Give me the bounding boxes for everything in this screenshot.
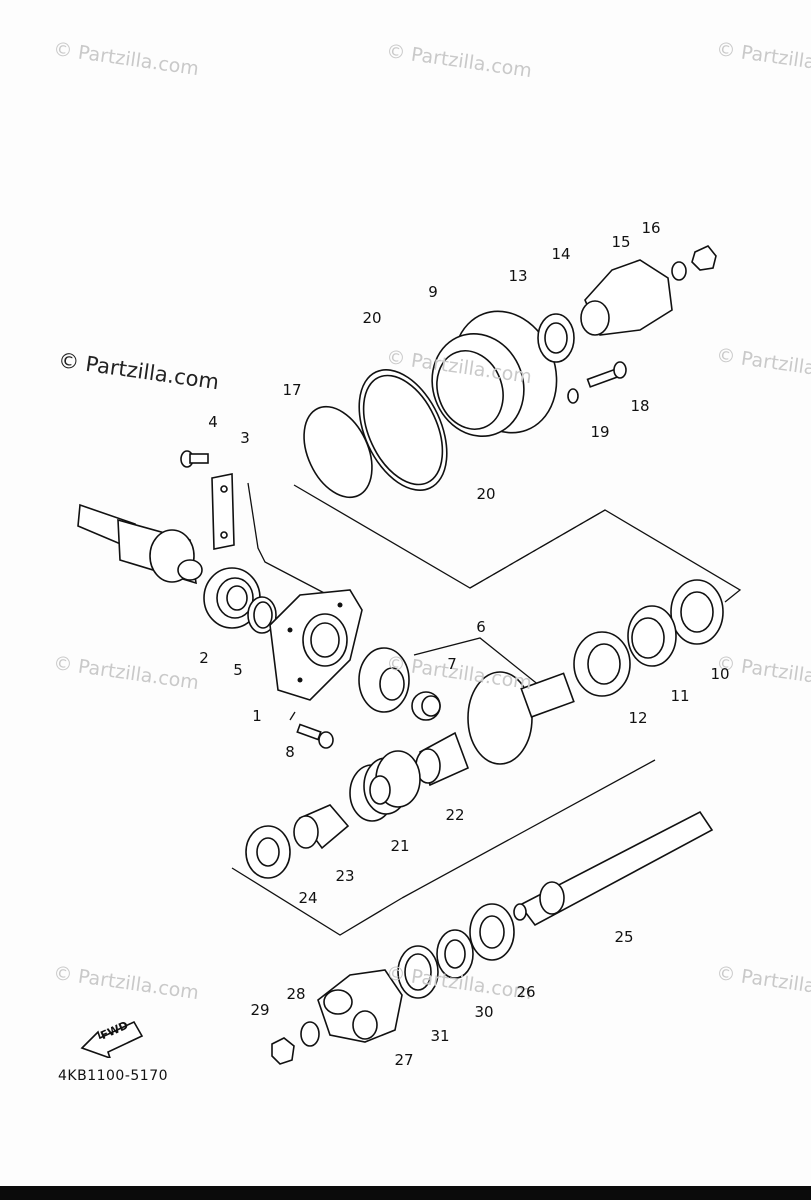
part-19-washer [567, 388, 579, 404]
part-31-oil-seal [397, 945, 439, 999]
group-outline-upper [293, 484, 742, 603]
part-10-bearing [670, 579, 724, 645]
callout-20-upper: 20 [362, 309, 382, 327]
callout-20-lower: 20 [476, 485, 496, 503]
forward-direction-arrow: FWD [78, 1010, 148, 1060]
diagram-code: 4KB1100-5170 [58, 1068, 169, 1084]
part-22-sleeve [415, 731, 470, 787]
callout-11: 11 [670, 687, 690, 705]
part-28-washer [300, 1021, 320, 1047]
callout-4: 4 [208, 413, 218, 431]
callout-12: 12 [628, 709, 648, 727]
callout-18: 18 [630, 397, 650, 415]
callout-6: 6 [476, 618, 486, 636]
group-outline-lower [231, 867, 403, 936]
callout-28: 28 [286, 985, 306, 1003]
part-14-yoke [580, 259, 673, 336]
part-6-gear-set [358, 647, 575, 765]
callout-30: 30 [474, 1003, 494, 1021]
callout-22: 22 [445, 806, 465, 824]
callout-21: 21 [390, 837, 410, 855]
part-7-collar [411, 691, 441, 721]
part-12-bearing [573, 631, 631, 697]
callout-31: 31 [430, 1027, 450, 1045]
callout-26: 26 [516, 983, 536, 1001]
callout-27: 27 [394, 1051, 414, 1069]
callout-15: 15 [611, 233, 631, 251]
callout-19: 19 [590, 423, 610, 441]
callout-9: 9 [428, 283, 438, 301]
part-2-bearing [203, 567, 261, 629]
part-23-collar [293, 804, 350, 850]
part-21-spring [349, 750, 421, 822]
part-29-nut [271, 1037, 295, 1065]
callout-16: 16 [641, 219, 661, 237]
part-pinion-shaft [77, 503, 203, 585]
part-15-washer [671, 261, 687, 281]
part-3-plate [211, 473, 235, 550]
arrow-icon [80, 1020, 144, 1060]
part-20-shim [358, 369, 448, 491]
callout-3: 3 [240, 429, 250, 447]
callout-17: 17 [282, 381, 302, 399]
part-1-bearing-housing [269, 589, 363, 701]
part-25-drive-shaft [513, 810, 714, 927]
part-13-oil-seal [537, 313, 575, 363]
bottom-bar [0, 1186, 811, 1200]
part-11-ring-nut [627, 605, 677, 667]
callout-10: 10 [710, 665, 730, 683]
part-26-bearing [469, 903, 515, 961]
part-27-yoke [317, 969, 403, 1043]
callout-5: 5 [233, 661, 243, 679]
callout-7: 7 [447, 655, 457, 673]
part-24-bearing [245, 825, 291, 879]
part-5-oring [247, 596, 277, 634]
callout-1: 1 [252, 707, 262, 725]
callout-13: 13 [508, 267, 528, 285]
callout-25: 25 [614, 928, 634, 946]
callout-14: 14 [551, 245, 571, 263]
callout-8: 8 [285, 743, 295, 761]
part-8-bolt [296, 723, 334, 749]
callout-23: 23 [335, 867, 355, 885]
callout-24: 24 [298, 889, 318, 907]
callout-29: 29 [250, 1001, 270, 1019]
part-4-screw [180, 450, 209, 468]
part-30-ring-nut [436, 929, 474, 979]
callout-2: 2 [199, 649, 209, 667]
part-18-bolt [586, 361, 627, 388]
part-16-nut [691, 245, 717, 271]
